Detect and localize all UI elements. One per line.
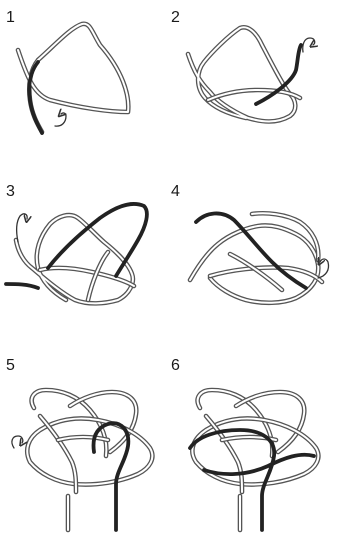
curved-arrow-icon xyxy=(55,113,66,126)
rope-step-5 xyxy=(27,390,152,530)
step-4: 4 xyxy=(171,183,329,303)
step-6: 6 xyxy=(171,357,318,530)
rope-step-1 xyxy=(18,24,128,133)
rope-step-2 xyxy=(188,27,301,121)
rope-step-6 xyxy=(190,390,318,530)
curved-arrow-icon xyxy=(12,436,23,448)
step-3: 3 xyxy=(6,183,147,303)
step-1: 1 xyxy=(6,9,128,133)
step-number-3: 3 xyxy=(6,183,15,200)
curved-arrow-icon xyxy=(17,214,27,242)
step-number-2: 2 xyxy=(171,9,180,26)
step-number-1: 1 xyxy=(6,9,15,26)
curved-arrow-icon xyxy=(303,38,315,52)
step-5: 5 xyxy=(6,357,152,530)
step-number-4: 4 xyxy=(171,183,180,200)
step-number-5: 5 xyxy=(6,357,15,374)
step-2: 2 xyxy=(171,9,315,122)
rope-step-4 xyxy=(190,213,322,303)
step-number-6: 6 xyxy=(171,357,180,374)
